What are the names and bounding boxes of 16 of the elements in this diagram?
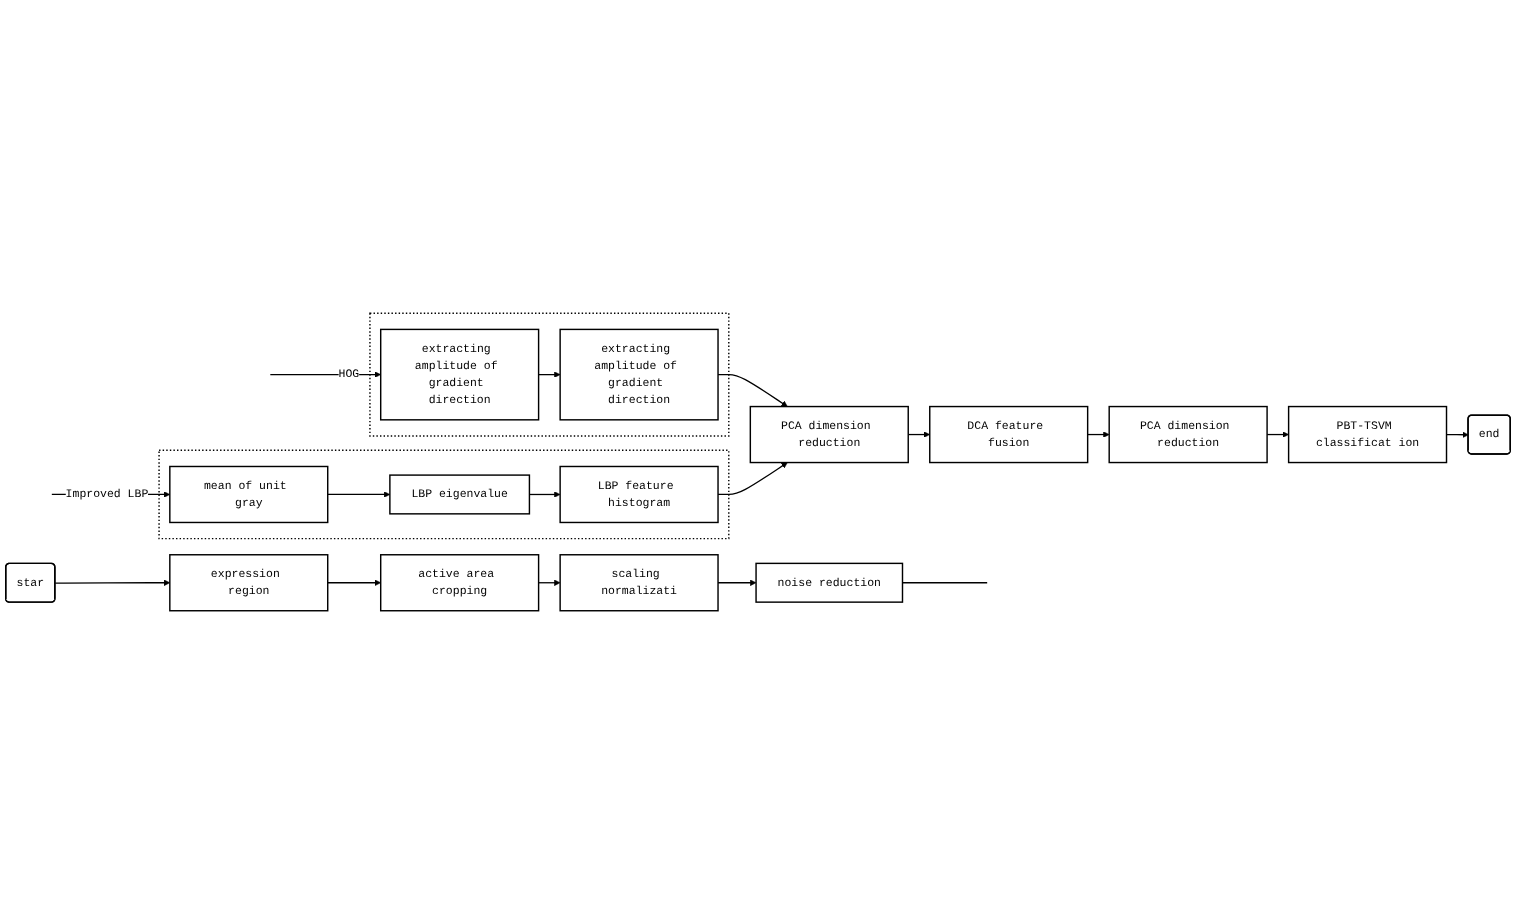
arrow xyxy=(1445,431,1469,438)
arrow xyxy=(537,579,561,586)
arrow xyxy=(717,462,788,496)
arrow xyxy=(717,579,757,586)
arrow xyxy=(907,431,931,438)
arrow xyxy=(717,373,788,407)
cluster xyxy=(369,312,730,437)
arrow xyxy=(1087,431,1110,438)
arrow xyxy=(327,491,391,498)
arrow xyxy=(1266,431,1289,438)
arrow xyxy=(327,579,381,586)
arrow xyxy=(528,491,561,498)
connector xyxy=(901,582,988,584)
cluster xyxy=(158,449,730,540)
arrow xyxy=(54,579,171,586)
arrow xyxy=(537,371,561,378)
